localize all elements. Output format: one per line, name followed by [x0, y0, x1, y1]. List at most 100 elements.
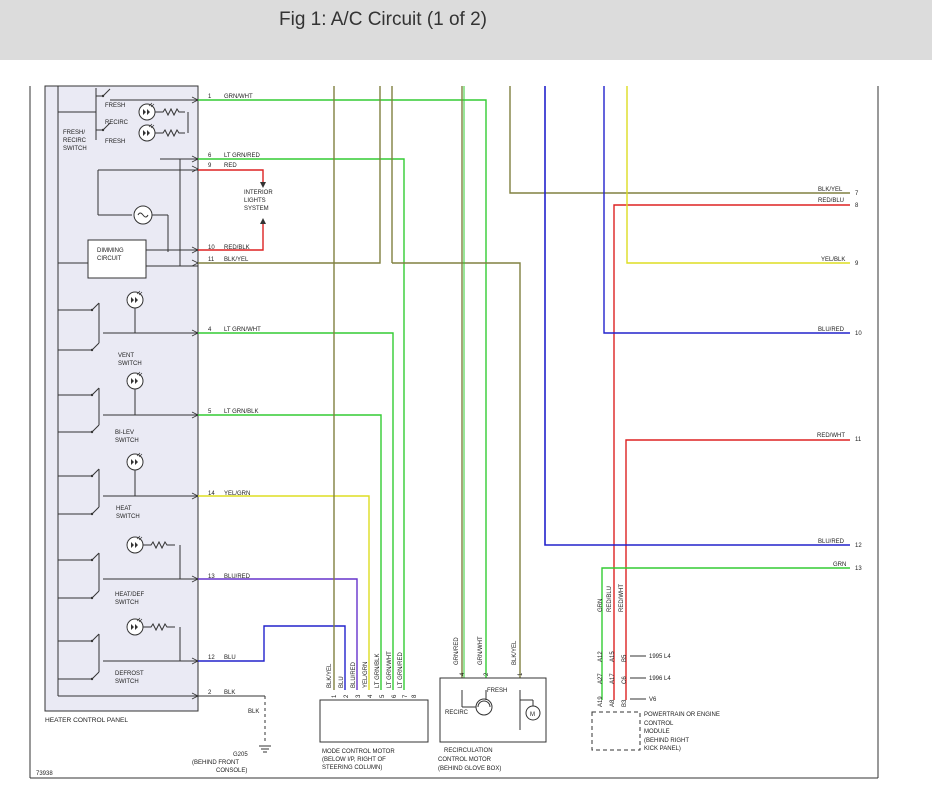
- svg-text:1995 L4: 1995 L4: [649, 654, 671, 660]
- svg-text:5: 5: [380, 694, 386, 698]
- svg-text:4: 4: [460, 672, 466, 676]
- svg-text:BLK/YEL: BLK/YEL: [327, 663, 333, 688]
- wire-lt-grn-red: [198, 158, 405, 690]
- wire-blu-red: [198, 578, 358, 690]
- svg-text:A8: A8: [610, 699, 616, 707]
- mode-control-motor: MODE CONTROL MOTOR (BELOW I/P, RIGHT OF …: [319, 651, 429, 771]
- svg-text:9: 9: [855, 261, 859, 267]
- svg-text:GRN/WHT: GRN/WHT: [478, 636, 484, 665]
- wire-yel-blk: [626, 86, 850, 264]
- svg-text:RED/WHT: RED/WHT: [619, 584, 625, 612]
- interior-lights-system: INTERIOR LIGHTS SYSTEM: [244, 182, 273, 224]
- wire-blu-red-12: [544, 86, 850, 546]
- svg-text:2: 2: [208, 690, 212, 696]
- wire-yel-grn: [198, 495, 370, 690]
- svg-text:BLU/RED: BLU/RED: [818, 539, 845, 545]
- svg-text:4: 4: [208, 327, 212, 333]
- svg-text:2: 2: [344, 694, 350, 698]
- svg-text:A15: A15: [610, 651, 616, 662]
- svg-text:SWITCH: SWITCH: [115, 600, 139, 606]
- svg-text:1: 1: [518, 672, 524, 676]
- svg-text:SWITCH: SWITCH: [118, 361, 142, 367]
- svg-text:MODE CONTROL MOTOR: MODE CONTROL MOTOR: [322, 749, 395, 755]
- svg-text:BI-LEV: BI-LEV: [115, 430, 134, 436]
- wire-blu: [198, 625, 346, 690]
- svg-text:DEFROST: DEFROST: [115, 671, 144, 677]
- svg-text:1996 L4: 1996 L4: [649, 676, 671, 682]
- svg-text:BLK: BLK: [224, 690, 235, 696]
- svg-text:POWERTRAIN OR ENGINE: POWERTRAIN OR ENGINE: [644, 712, 720, 718]
- svg-text:BLU/RED: BLU/RED: [818, 327, 845, 333]
- svg-text:LT GRN/RED: LT GRN/RED: [224, 153, 260, 159]
- dimming-circuit-block: DIMMING CIRCUIT: [58, 158, 198, 279]
- wire-blk-yel: [198, 86, 381, 264]
- svg-text:14: 14: [208, 491, 215, 497]
- wire-red-blu: [613, 204, 850, 700]
- figure-title: Fig 1: A/C Circuit (1 of 2): [279, 9, 488, 30]
- svg-text:RED/BLU: RED/BLU: [607, 586, 613, 612]
- svg-text:V6: V6: [649, 697, 657, 703]
- svg-text:(BEHIND GLOVE BOX): (BEHIND GLOVE BOX): [438, 766, 501, 772]
- svg-text:A12: A12: [598, 651, 604, 662]
- fresh-recirc-switch: FRESH RECIRC FRESH FRESH/ RECIRC SWITCH: [58, 88, 198, 152]
- wire-red-wht: [625, 439, 850, 700]
- svg-text:8: 8: [412, 694, 418, 698]
- mode-switch-bank: VENT SWITCH BI-LEV SWITCH HEAT SWITCH: [58, 290, 198, 685]
- svg-text:10: 10: [855, 331, 862, 337]
- svg-text:B3: B3: [622, 699, 628, 707]
- svg-text:LT GRN/BLK: LT GRN/BLK: [375, 654, 381, 688]
- svg-text:4: 4: [368, 694, 374, 698]
- svg-text:LT GRN/RED: LT GRN/RED: [398, 652, 404, 688]
- svg-text:C6: C6: [622, 676, 628, 684]
- svg-text:BLU: BLU: [339, 676, 345, 688]
- svg-text:1: 1: [332, 694, 338, 698]
- svg-text:BLK/YEL: BLK/YEL: [818, 187, 843, 193]
- svg-text:A17: A17: [610, 673, 616, 684]
- svg-text:CONTROL MOTOR: CONTROL MOTOR: [438, 757, 492, 763]
- wires: [198, 86, 850, 700]
- svg-text:SYSTEM: SYSTEM: [244, 206, 269, 212]
- svg-text:SWITCH: SWITCH: [115, 679, 139, 685]
- svg-text:A19: A19: [598, 696, 604, 707]
- wire-grn: [601, 567, 850, 700]
- powertrain-control-module: POWERTRAIN OR ENGINE CONTROL MODULE (BEH…: [591, 584, 720, 752]
- svg-text:RED: RED: [224, 163, 237, 169]
- svg-text:1: 1: [208, 94, 212, 100]
- svg-text:SWITCH: SWITCH: [63, 146, 87, 152]
- svg-text:6: 6: [208, 153, 212, 159]
- svg-text:13: 13: [855, 566, 862, 572]
- svg-text:6: 6: [392, 694, 398, 698]
- svg-text:RED/BLU: RED/BLU: [818, 198, 844, 204]
- svg-text:HEAT/DEF: HEAT/DEF: [115, 592, 145, 598]
- svg-text:GRN/RED: GRN/RED: [454, 637, 460, 665]
- svg-text:13: 13: [208, 574, 215, 580]
- wire-red: [198, 169, 264, 182]
- svg-text:(BEHIND FRONT: (BEHIND FRONT: [192, 760, 239, 766]
- svg-text:7: 7: [403, 694, 409, 698]
- figure-id: 73938: [36, 771, 53, 777]
- svg-text:12: 12: [208, 655, 215, 661]
- svg-text:G205: G205: [233, 752, 248, 758]
- heater-control-panel: [44, 85, 199, 712]
- svg-text:RECIRC: RECIRC: [445, 710, 469, 716]
- svg-text:RECIRCULATION: RECIRCULATION: [444, 748, 493, 754]
- svg-text:RED/WHT: RED/WHT: [817, 433, 845, 439]
- svg-text:11: 11: [855, 437, 862, 443]
- panel-pin-labels: 1 GRN/WHT 6 LT GRN/RED 9 RED 10 RED/BLK …: [208, 94, 261, 696]
- svg-text:FRESH: FRESH: [105, 103, 125, 109]
- svg-text:5: 5: [208, 409, 212, 415]
- wire-grn-wht: [198, 99, 487, 690]
- wire-red-blk: [198, 224, 264, 251]
- svg-text:A27: A27: [598, 673, 604, 684]
- svg-text:BLK/YEL: BLK/YEL: [224, 257, 249, 263]
- svg-text:3: 3: [356, 694, 362, 698]
- svg-text:11: 11: [208, 257, 215, 263]
- dimming-circuit: [87, 239, 147, 279]
- svg-text:LT GRN/WHT: LT GRN/WHT: [387, 651, 393, 688]
- svg-text:RECIRC: RECIRC: [63, 138, 87, 144]
- svg-text:RED/BLK: RED/BLK: [224, 245, 250, 251]
- right-connector-labels: BLK/YEL 7 RED/BLU 8 YEL/BLK 9 BLU/RED 10…: [817, 187, 862, 572]
- svg-text:HEAT: HEAT: [116, 506, 132, 512]
- wire-blu-red-10: [603, 86, 850, 334]
